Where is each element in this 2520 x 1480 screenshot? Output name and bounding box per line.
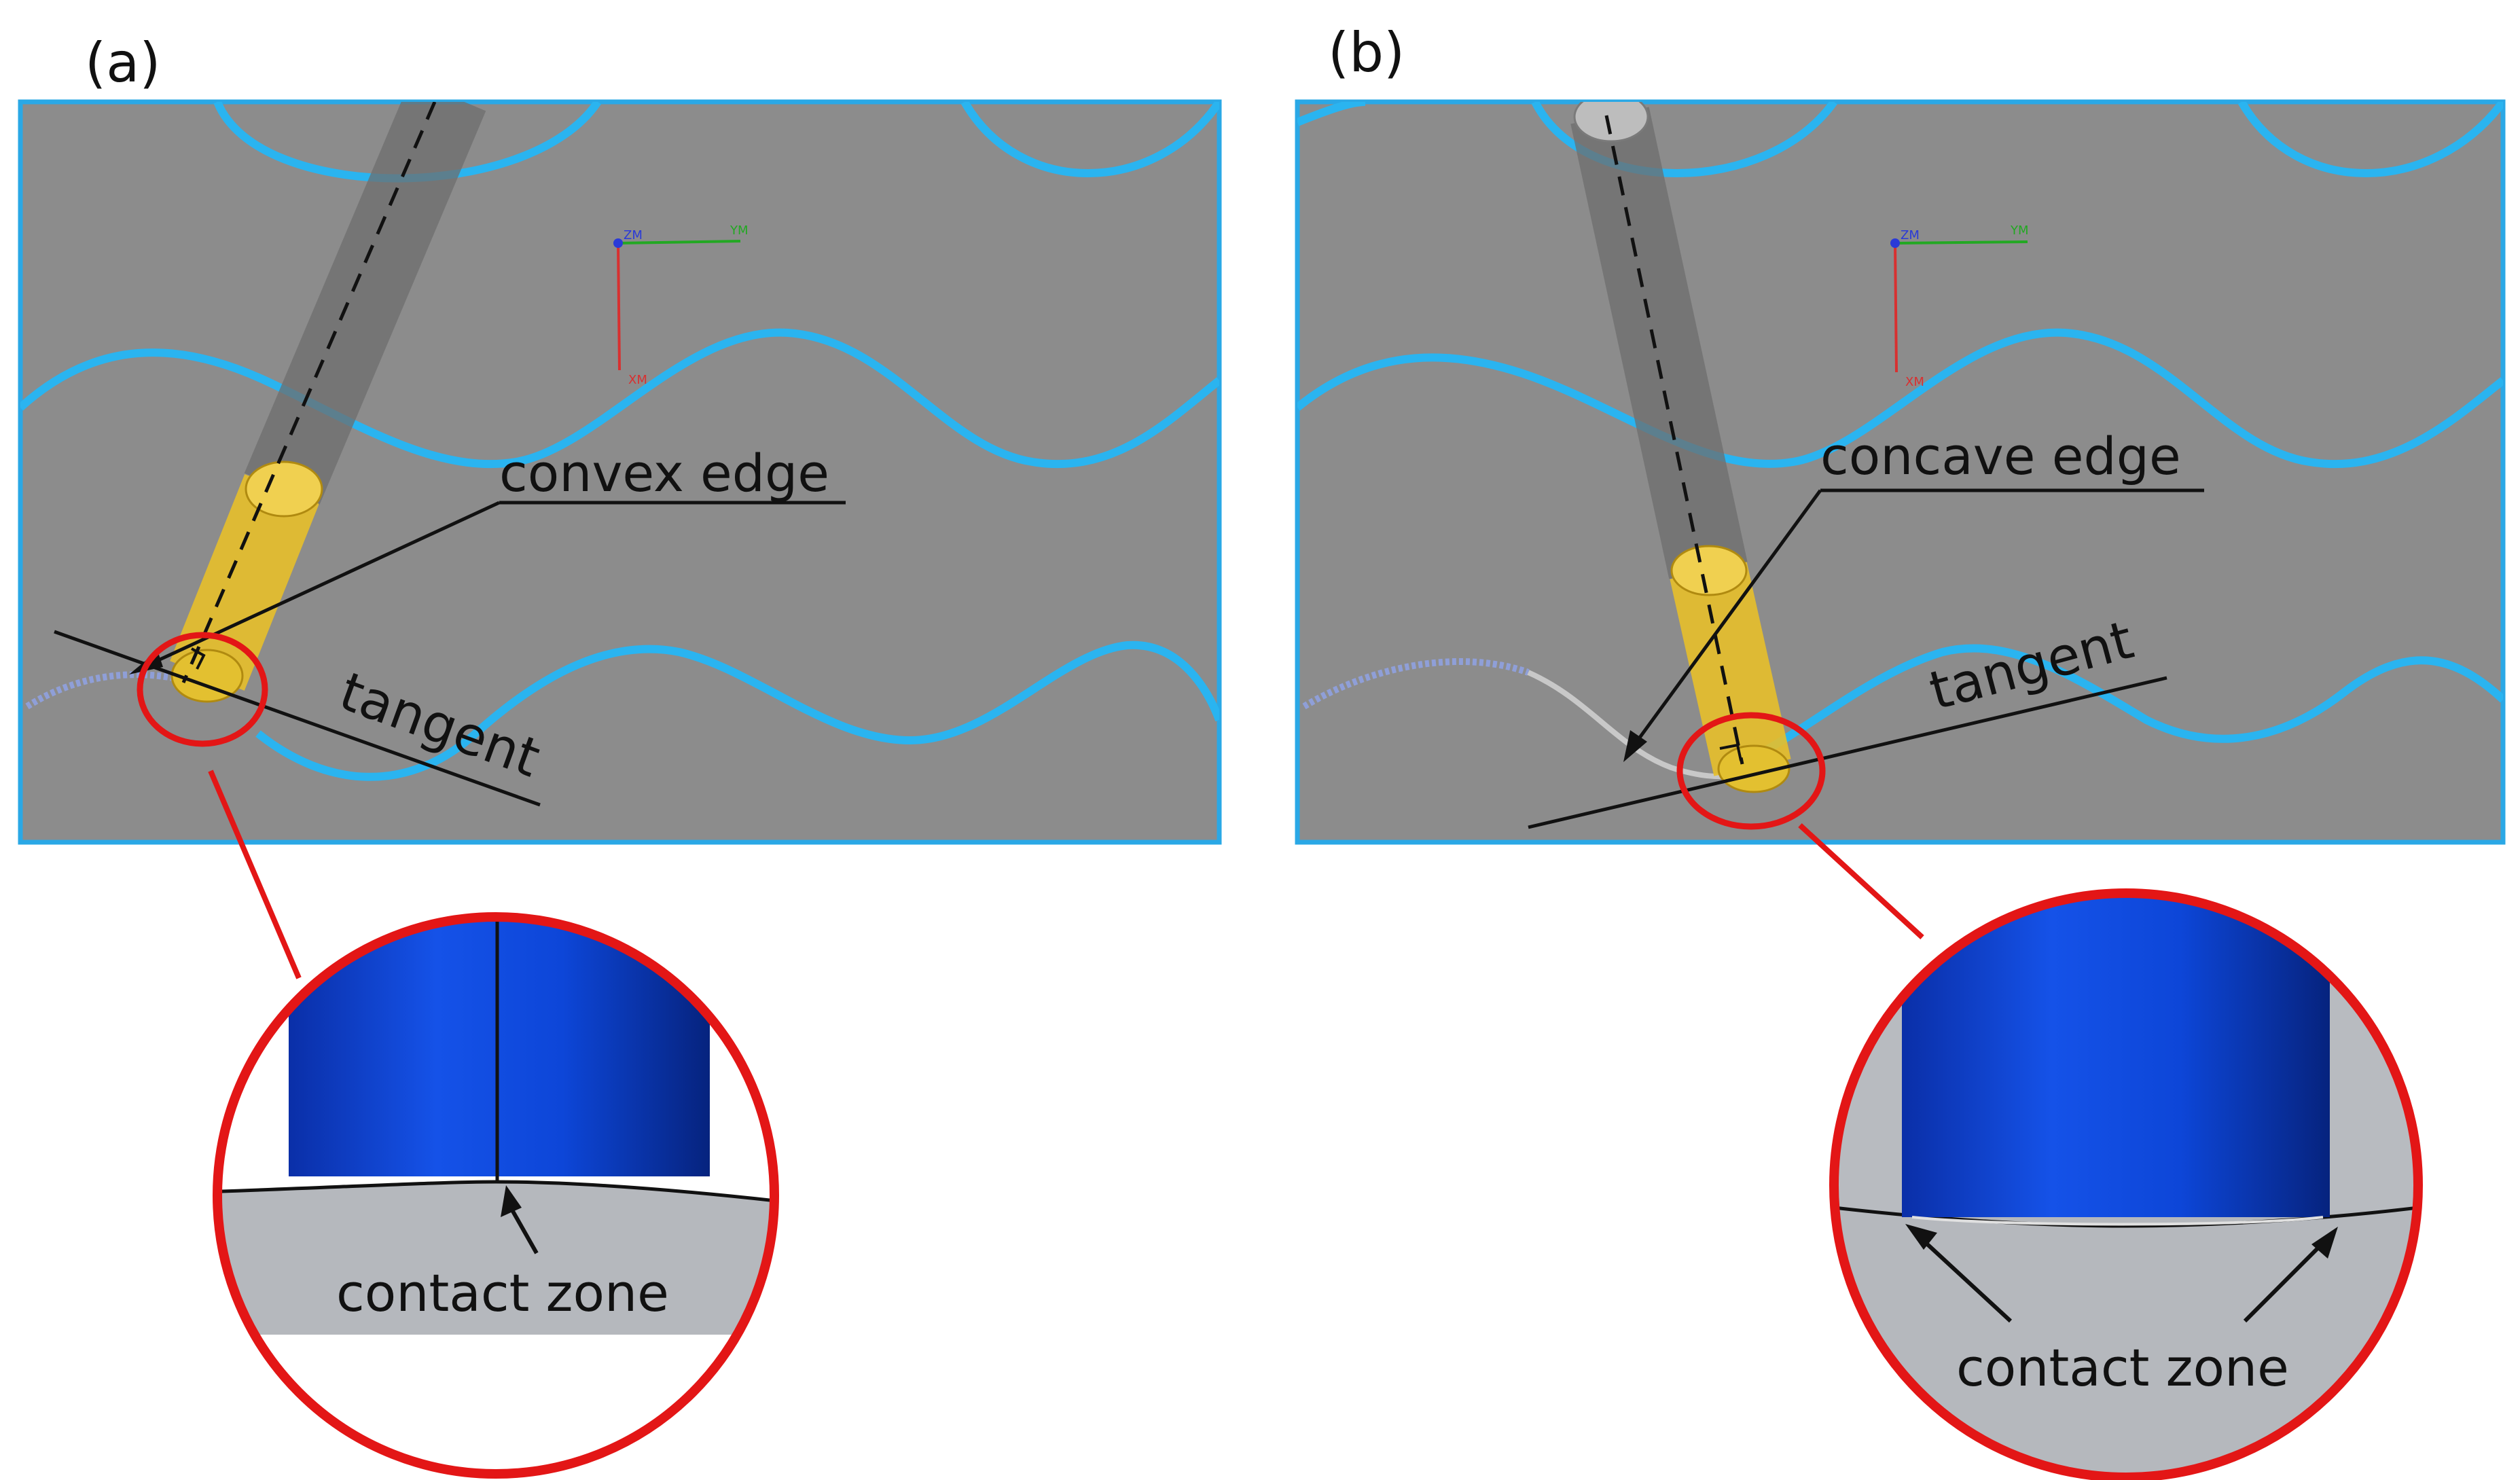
axis-origin bbox=[613, 238, 623, 248]
callout-circle-small bbox=[137, 632, 268, 747]
profile-curve-bottom bbox=[1757, 644, 2503, 758]
tool-shank bbox=[244, 102, 486, 505]
cutter-bottom-face bbox=[1717, 744, 1790, 793]
edge-label-a: convex edge bbox=[499, 443, 829, 503]
callout-connector bbox=[208, 770, 302, 979]
cutter-cylinder bbox=[1902, 893, 2330, 1217]
axis-y-line bbox=[617, 240, 741, 245]
contact-label-a: contact zone bbox=[336, 1263, 669, 1323]
cutter-cylinder bbox=[289, 917, 710, 1176]
profile-curve-middle bbox=[20, 328, 1219, 469]
axis-x-label: XM bbox=[628, 373, 647, 387]
zoom-circle-a bbox=[213, 912, 779, 1479]
tangent-line bbox=[1528, 676, 2167, 829]
contact-arrowhead-right bbox=[2311, 1227, 2338, 1259]
contact-arrow-right bbox=[2243, 1241, 2325, 1323]
cutter-body bbox=[170, 474, 319, 691]
panel-b: (b) ZM YM XM bbox=[1295, 21, 2506, 1480]
right-angle-marker bbox=[1719, 743, 1742, 761]
contact-label-b: contact zone bbox=[1956, 1337, 2289, 1398]
workpiece-surface bbox=[217, 1182, 774, 1335]
cutter-body bbox=[1670, 562, 1791, 776]
callout-circle-small bbox=[1676, 712, 1826, 830]
viewport-a bbox=[18, 99, 1222, 845]
axis-x-line bbox=[1894, 242, 1898, 373]
cutter-top-face bbox=[1670, 545, 1748, 596]
profile-curve-top-right bbox=[960, 102, 1219, 177]
cutter-bottom-face bbox=[170, 649, 244, 703]
axis-z-label: ZM bbox=[624, 228, 643, 242]
edge-leader-arrowhead bbox=[1623, 730, 1647, 762]
panel-a-label: (a) bbox=[85, 31, 160, 94]
profile-curve-middle bbox=[1297, 328, 2503, 469]
zoom-inset-a: contact zone bbox=[213, 912, 779, 1479]
tool-shank bbox=[1570, 107, 1748, 579]
contact-arrowhead-left bbox=[1905, 1224, 1937, 1250]
zoom-inset-b: contact zone bbox=[1829, 888, 2423, 1480]
right-angle-marker bbox=[191, 647, 206, 670]
panel-b-label: (b) bbox=[1328, 21, 1405, 84]
shank-top-face bbox=[1573, 102, 1649, 143]
profile-curve-top-right bbox=[2237, 102, 2503, 177]
tangent-line bbox=[54, 630, 541, 807]
axis-triad-a: ZM YM XM bbox=[613, 223, 749, 387]
profile-curve-top bbox=[1297, 102, 1366, 126]
tool-axis bbox=[1604, 115, 1744, 765]
panel-a: (a) ZM YM bbox=[18, 31, 1222, 1479]
axis-y-label: YM bbox=[2010, 223, 2029, 238]
profile-curve-top-mid bbox=[1531, 102, 1837, 177]
contact-arrow bbox=[509, 1206, 539, 1255]
contact-arrow-left bbox=[1920, 1238, 2013, 1323]
callout-connector bbox=[1798, 823, 1924, 939]
zoom-circle-b bbox=[1829, 888, 2423, 1480]
cutter-top-face bbox=[245, 461, 323, 518]
contact-arrowhead bbox=[501, 1185, 522, 1217]
axis-y-label: YM bbox=[730, 223, 749, 238]
axis-y-line bbox=[1894, 240, 2028, 245]
profile-curve-bottom bbox=[255, 640, 1219, 781]
axis-x-line bbox=[617, 242, 621, 371]
axis-z-label: ZM bbox=[1901, 228, 1920, 242]
edge-label-b: concave edge bbox=[1820, 426, 2181, 486]
edge-leader-line bbox=[1628, 489, 1822, 752]
axis-origin bbox=[1890, 238, 1900, 248]
axis-triad-b: ZM YM XM bbox=[1890, 223, 2029, 389]
machined-edge bbox=[1302, 658, 1530, 710]
edge-leader-line bbox=[138, 501, 501, 671]
contact-gap bbox=[1911, 1216, 2324, 1226]
axis-x-label: XM bbox=[1905, 375, 1924, 389]
machined-edge bbox=[25, 671, 226, 710]
tool-axis bbox=[181, 102, 437, 683]
